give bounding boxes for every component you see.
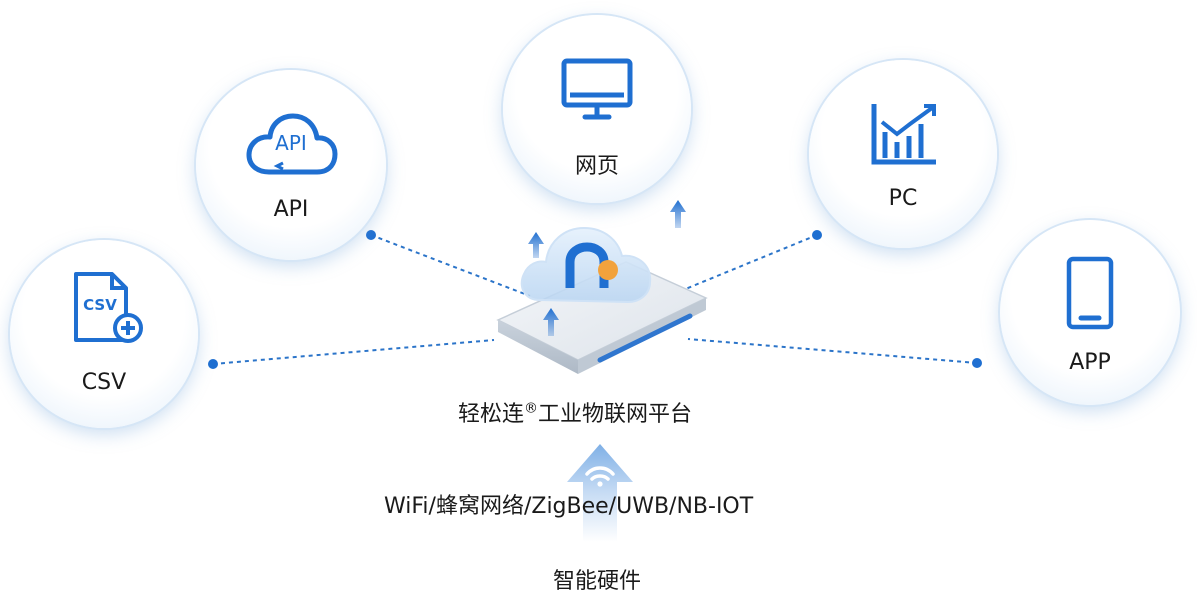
monitor-icon xyxy=(561,58,633,120)
cloud-api-icon: API xyxy=(246,113,338,175)
node-app: APP xyxy=(1000,220,1180,405)
connector-dot-pc xyxy=(812,230,822,240)
connector-dot-csv xyxy=(208,359,218,369)
csv-file-add-icon-text: CSV xyxy=(83,296,117,314)
node-web-label: 网页 xyxy=(574,154,619,179)
protocol-list: WiFi/蜂窝网络/ZigBee/UWB/NB-IOT xyxy=(384,494,754,519)
upload-arrow xyxy=(567,444,633,542)
smartphone-icon xyxy=(1066,256,1114,330)
wifi-icon xyxy=(585,466,615,481)
node-csv-label: CSV xyxy=(81,370,127,395)
platform-name: 轻松连®工业物联网平台 xyxy=(458,396,692,428)
platform-name-suffix: 工业物联网平台 xyxy=(538,402,693,427)
node-web: 网页 xyxy=(503,15,691,203)
registered-mark: ® xyxy=(524,400,539,417)
node-pc: PC xyxy=(809,60,997,248)
platform-name-prefix: 轻松连 xyxy=(458,402,525,427)
line-chart-icon xyxy=(871,104,936,165)
node-csv: CSV CSV xyxy=(10,240,198,428)
node-api: API API xyxy=(196,70,386,260)
cloud-api-icon-text: API xyxy=(275,131,307,155)
node-api-label: API xyxy=(273,197,309,222)
connector-dot-app xyxy=(972,358,982,368)
hardware-label: 智能硬件 xyxy=(553,569,642,594)
connector-csv xyxy=(212,339,495,365)
connector-app xyxy=(687,338,978,364)
node-app-label: APP xyxy=(1069,350,1111,375)
cloud-device-icon xyxy=(496,200,708,374)
csv-file-add-icon: CSV xyxy=(74,272,143,343)
node-pc-label: PC xyxy=(888,186,918,211)
connector-dot-api xyxy=(366,230,376,240)
connector-pc xyxy=(682,234,818,291)
